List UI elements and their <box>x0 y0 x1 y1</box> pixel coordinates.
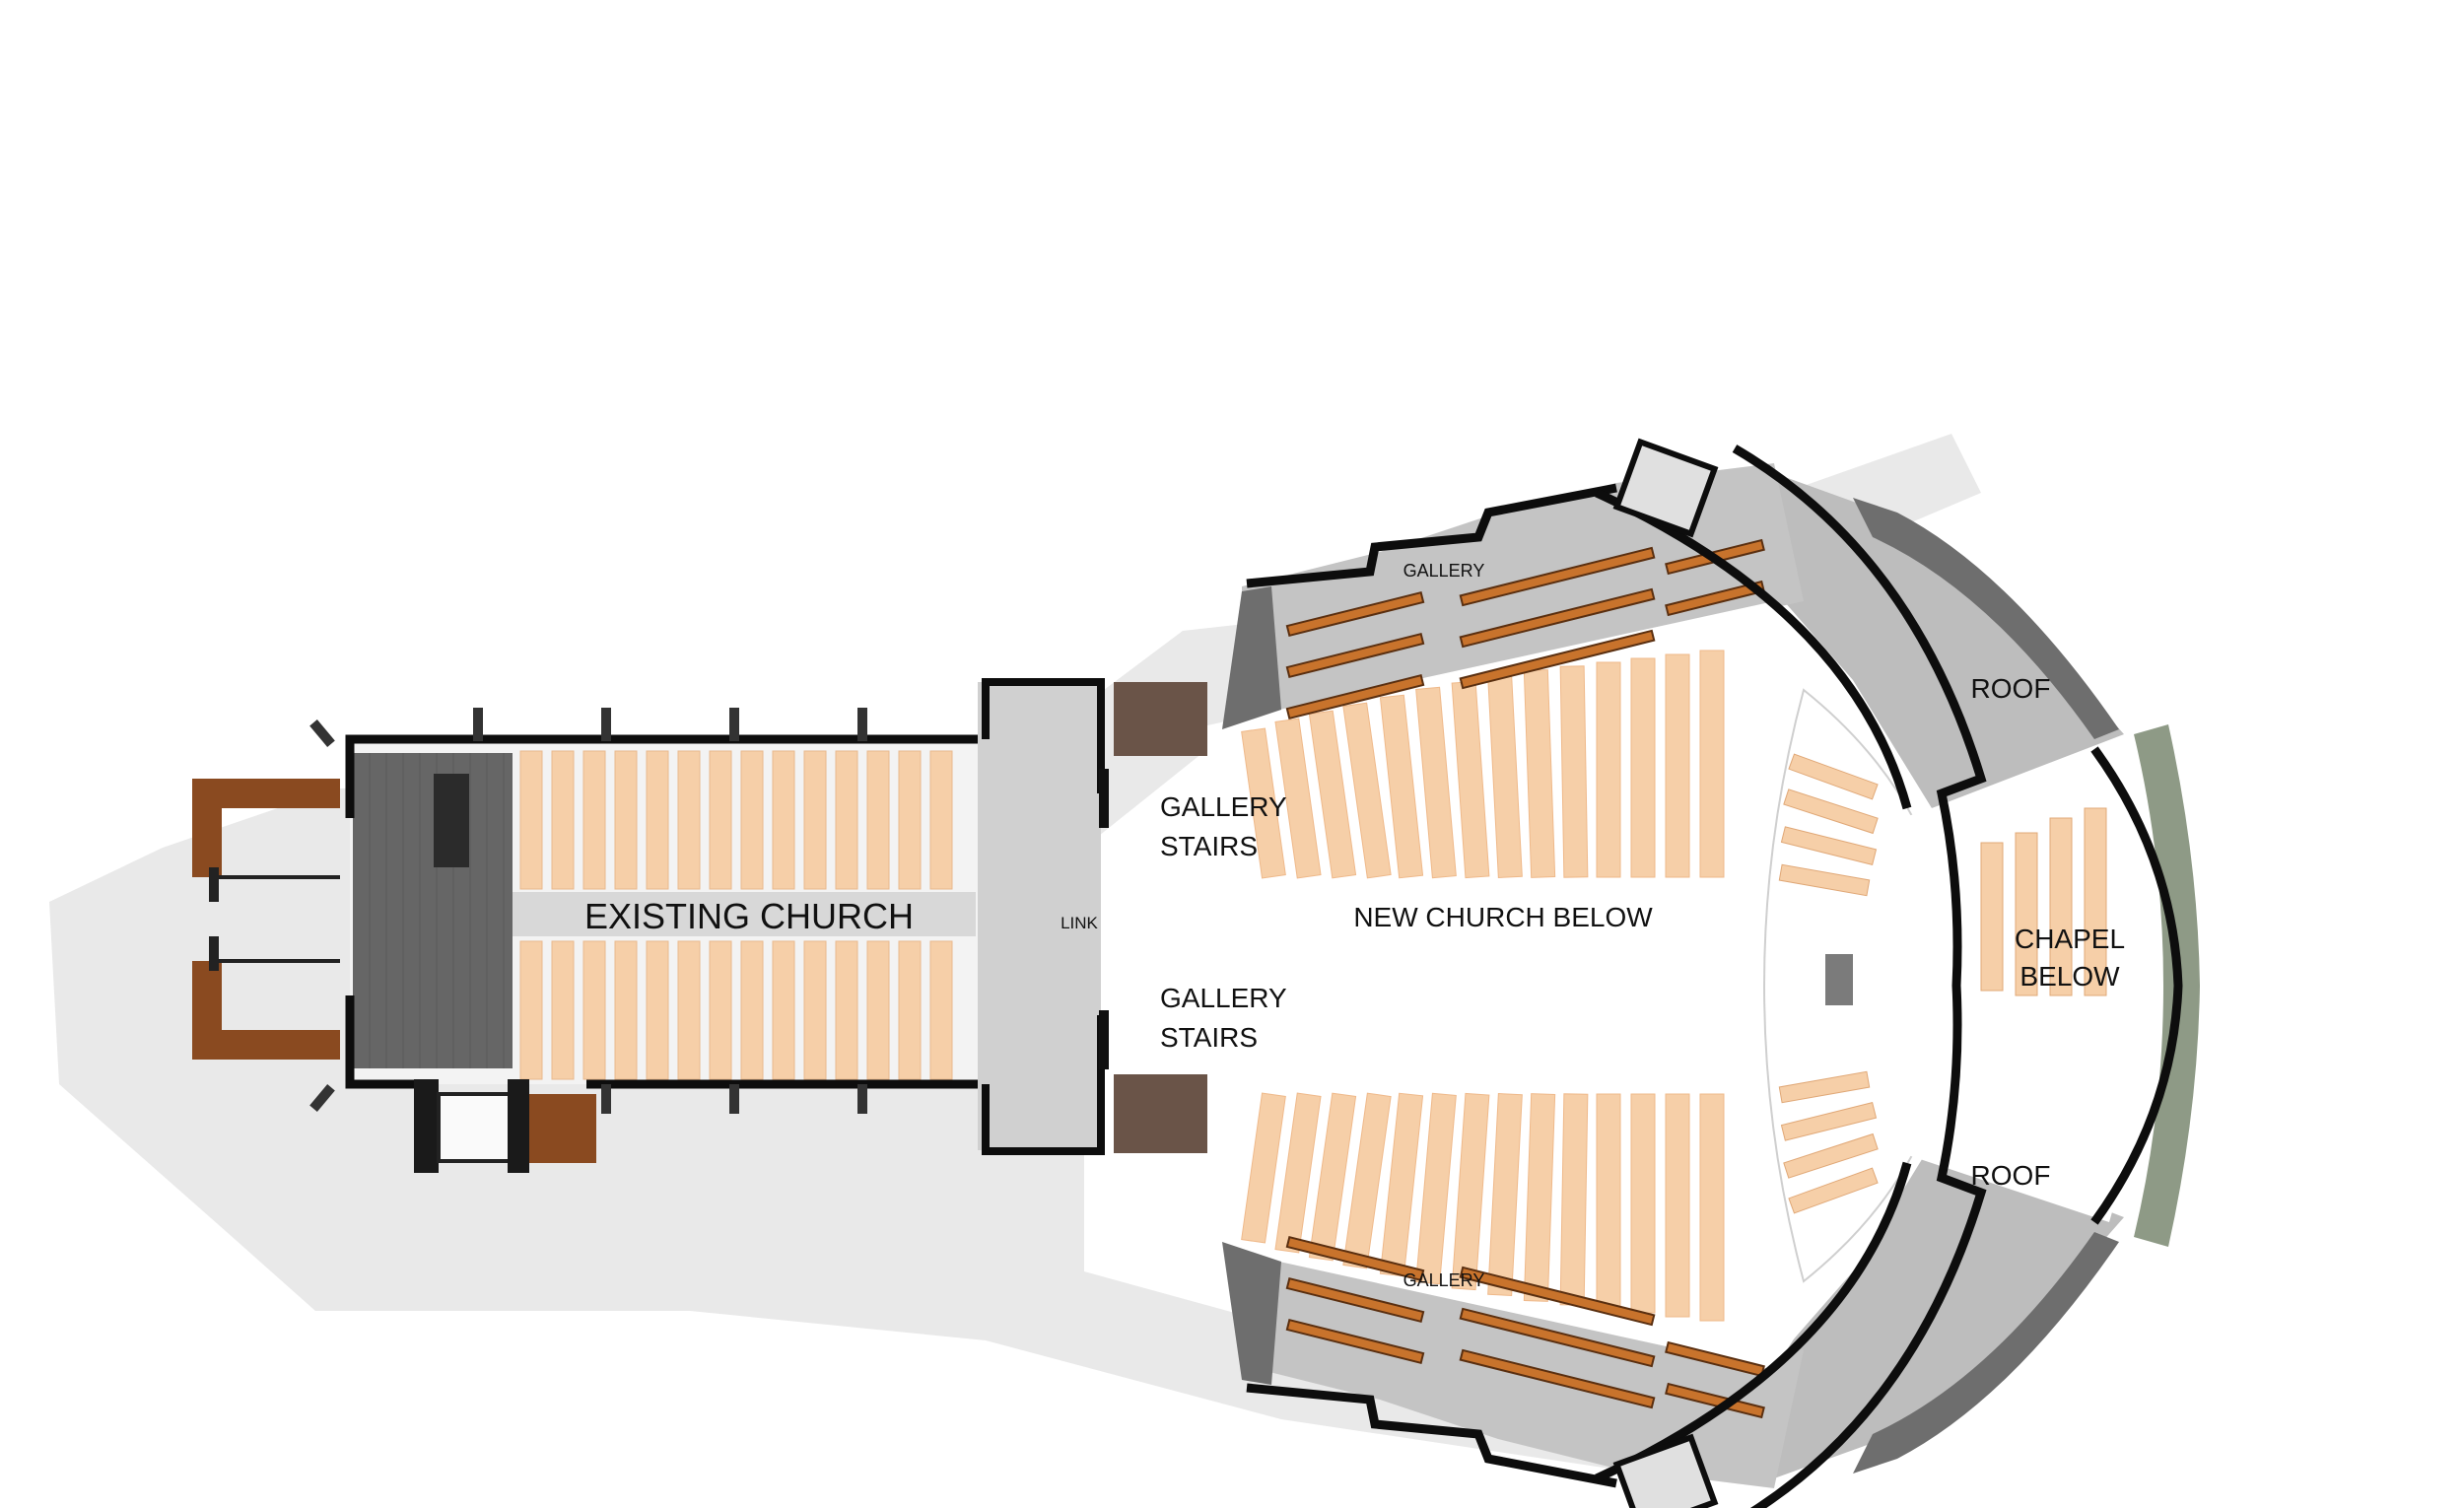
gallery-pews-bottom <box>1285 1236 1765 1419</box>
altar <box>1825 954 1853 1005</box>
label-gallery-top: GALLERY <box>1403 561 1485 581</box>
label-roof-bottom: ROOF <box>1971 1160 2051 1191</box>
west-porches <box>192 779 340 1060</box>
outer-green-band <box>2134 724 2200 1247</box>
label-existing-church: EXISTING CHURCH <box>584 896 914 936</box>
label-new-church-below: NEW CHURCH BELOW <box>1353 902 1653 932</box>
existing-walls <box>345 734 981 1089</box>
chancel-stair <box>434 774 469 867</box>
label-gallery-stairs-top-2: STAIRS <box>1160 831 1258 861</box>
chancel-dark-floor <box>353 753 513 1068</box>
roof-bottom <box>1774 1143 2124 1478</box>
link-floor <box>978 682 1101 1150</box>
existing-pews <box>519 750 953 1080</box>
buttresses <box>309 708 867 1114</box>
stair-towers <box>1612 438 1719 1508</box>
label-gallery-stairs-bottom-1: GALLERY <box>1160 983 1287 1013</box>
stair-room-bottom <box>1114 1074 1207 1153</box>
label-gallery-stairs-top-1: GALLERY <box>1160 791 1287 822</box>
label-link: LINK <box>1061 914 1098 932</box>
label-chapel-2: BELOW <box>2019 961 2120 992</box>
roof-edge-top <box>1853 498 2119 739</box>
existing-aisle <box>513 892 976 936</box>
label-chapel-1: CHAPEL <box>2015 924 2125 954</box>
chancel-floor-boards <box>369 753 505 1068</box>
new-church <box>1114 438 2200 1508</box>
gallery-bottom-floor <box>1242 1227 1804 1488</box>
label-gallery-stairs-bottom-2: STAIRS <box>1160 1022 1258 1053</box>
link <box>978 678 1109 1155</box>
roof-edge-bottom <box>1853 1232 2119 1474</box>
gallery-pews-top <box>1285 538 1765 720</box>
side-stairs <box>1222 586 1281 1385</box>
label-roof-top: ROOF <box>1971 673 2051 704</box>
label-gallery-bottom: GALLERY <box>1403 1270 1485 1290</box>
sanctuary-pews <box>1778 753 1879 1214</box>
chapel-pews <box>1980 807 2107 996</box>
south-porch <box>414 1079 596 1173</box>
existing-church <box>192 708 981 1173</box>
stair-room-top <box>1114 682 1207 756</box>
nave-pews <box>1241 650 1725 1322</box>
link-walls <box>982 678 1105 1155</box>
